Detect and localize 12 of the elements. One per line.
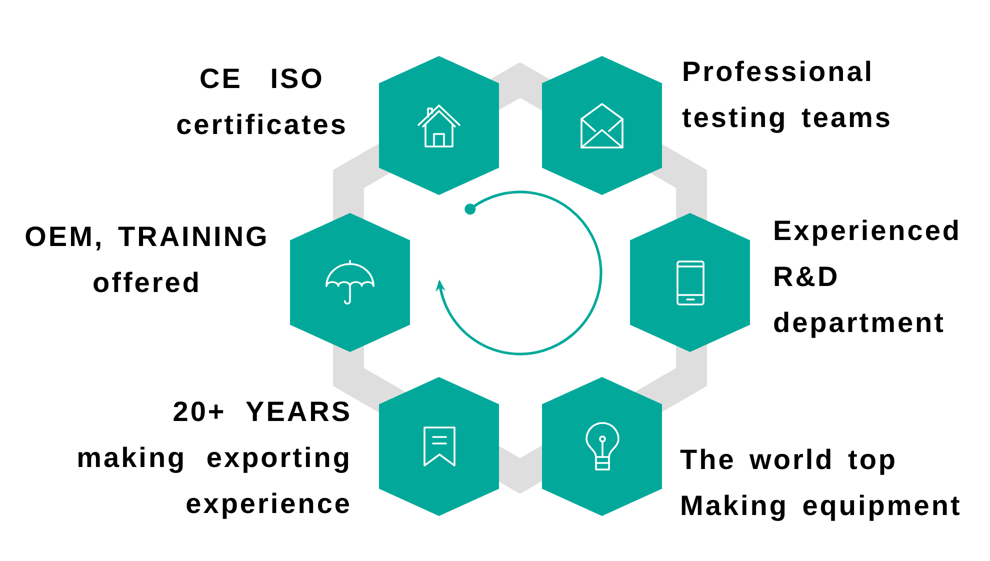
feature-text: Professional testing teams xyxy=(682,55,894,135)
hexagon-tile xyxy=(542,377,662,516)
hexagon-tile xyxy=(290,213,410,352)
hexagon-tile xyxy=(542,56,662,195)
feature-text: The world top Making equipment xyxy=(680,443,963,523)
feature-text: Experienced R&D department xyxy=(773,214,963,340)
hexagon-tile xyxy=(379,56,499,195)
hexagon-tile xyxy=(630,213,750,352)
feature-text: 20+ YEARS making exporting experience xyxy=(76,395,352,521)
feature-text: CE ISO certificates xyxy=(175,62,349,142)
feature-text: OEM, TRAINING offered xyxy=(24,220,270,300)
hexagon-tile xyxy=(379,377,499,516)
